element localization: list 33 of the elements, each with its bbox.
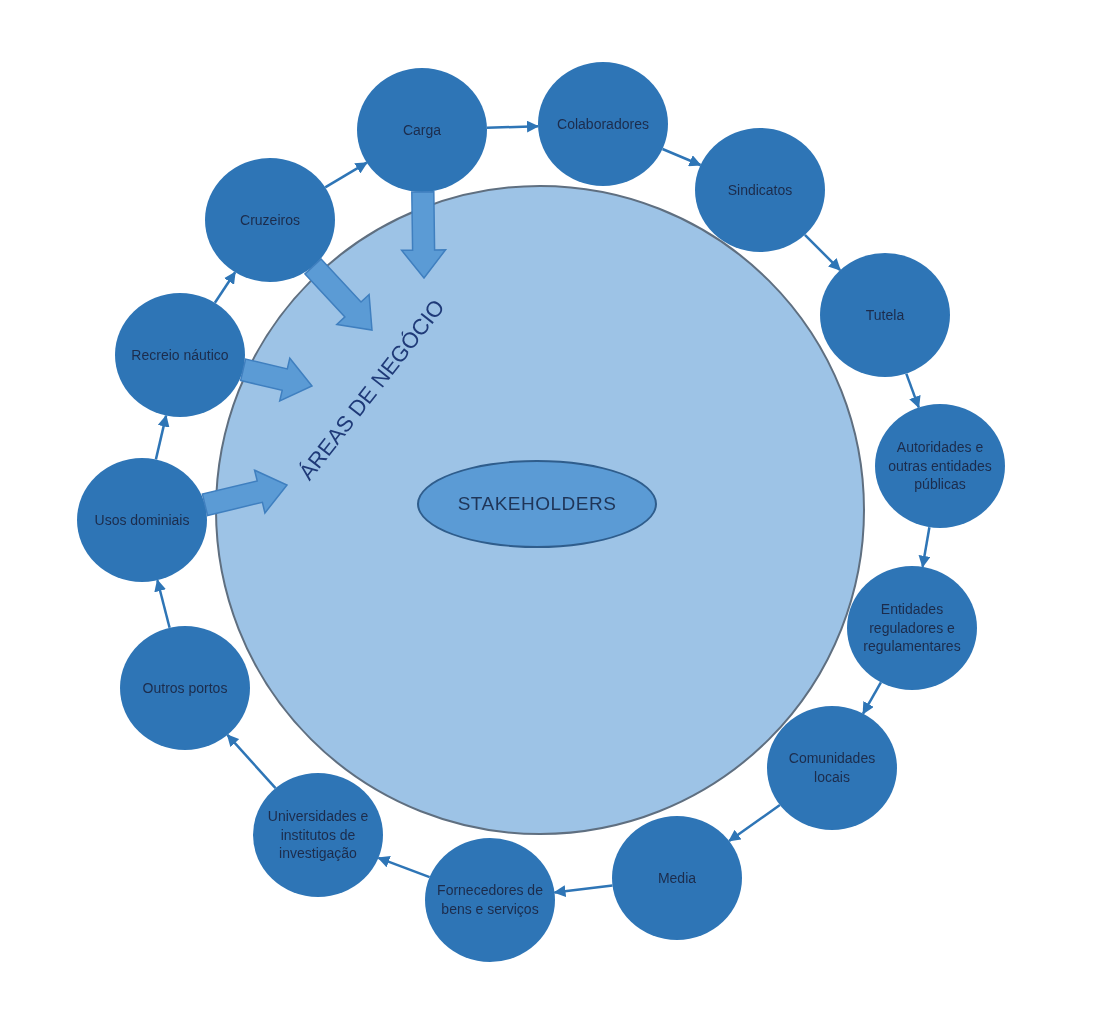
stakeholder-circle: Autoridades e outras entidades públicas — [875, 404, 1005, 528]
arrow — [862, 681, 882, 715]
stakeholder-circle: Recreio náutico — [115, 293, 245, 417]
stakeholder-circle: Entidades reguladores e regulamentares — [847, 566, 977, 690]
block-arrow — [239, 356, 314, 403]
stakeholder-circle: Universidades e institutos de investigação — [253, 773, 383, 897]
stakeholder-circle: Sindicatos — [695, 128, 825, 252]
arrow — [804, 234, 841, 271]
stakeholders-ellipse: STAKEHOLDERS — [417, 460, 657, 548]
stakeholder-circle: Cruzeiros — [205, 158, 335, 282]
stakeholder-circle: Outros portos — [120, 626, 250, 750]
arrow — [662, 147, 702, 167]
arrow — [154, 579, 171, 629]
block-arrow — [201, 468, 289, 517]
block-arrow — [303, 257, 373, 331]
stakeholder-circle: Colaboradores — [538, 62, 668, 186]
arrow — [324, 161, 368, 189]
arrow — [213, 271, 237, 304]
arrow — [154, 414, 170, 460]
stakeholder-circle: Comunidades locais — [767, 706, 897, 830]
arrow — [553, 884, 613, 898]
arrow — [377, 856, 431, 879]
arrow — [226, 734, 277, 789]
arrow — [486, 120, 539, 133]
block-arrow — [400, 191, 448, 280]
stakeholder-circle: Fornecedores de bens e serviços — [425, 838, 555, 962]
arrow — [905, 373, 921, 409]
arrow — [918, 527, 931, 568]
stakeholder-circle: Tutela — [820, 253, 950, 377]
stakeholder-circle: Media — [612, 816, 742, 940]
stakeholder-circle: Usos dominiais — [77, 458, 207, 582]
stakeholder-circle: Carga — [357, 68, 487, 192]
arrow — [728, 803, 781, 843]
